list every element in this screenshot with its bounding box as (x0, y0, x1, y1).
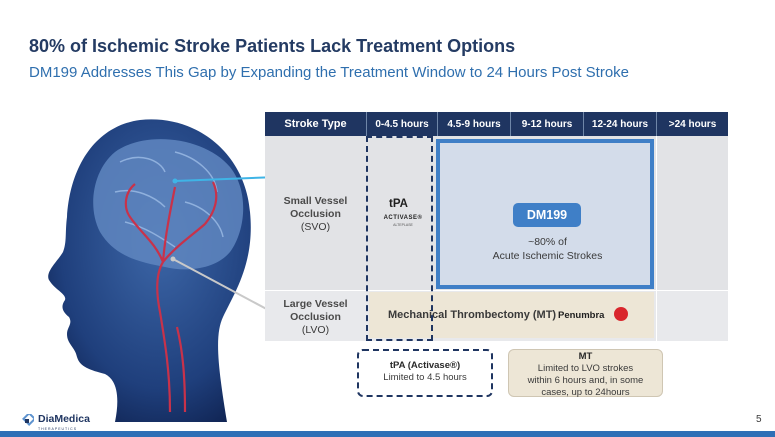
mt-note-title: MT (578, 351, 593, 362)
activase-logo: ACTIVASE® ALTEPLASE (381, 215, 425, 229)
mt-treatment-window (369, 292, 654, 338)
header-4-5-9-hours: 4.5-9 hours (438, 112, 511, 136)
dm199-badge: DM199 (513, 203, 581, 227)
row-label-lvo: Large Vessel Occlusion (LVO) (265, 298, 366, 337)
row-label-svo-line1: Small Vessel (283, 195, 348, 207)
tpa-label: tPA (389, 198, 408, 210)
tpa-note: tPA (Activase®) Limited to 4.5 hours (357, 349, 493, 397)
footer-bar (0, 431, 775, 437)
mt-note-line1: Limited to LVO strokes (537, 363, 634, 374)
mt-note: MT Limited to LVO strokes within 6 hours… (508, 349, 663, 398)
header-9-12-hours: 9-12 hours (511, 112, 584, 136)
diamedica-logo-icon (22, 413, 34, 426)
company-logo: DiaMedica THERAPEUTICS (20, 409, 90, 432)
penumbra-logo-icon (614, 307, 628, 321)
header-12-24-hours: 12-24 hours (584, 112, 657, 136)
company-name: DiaMedica (38, 413, 90, 425)
page-number: 5 (756, 414, 762, 425)
row-label-lvo-line2: Occlusion (290, 311, 341, 323)
row-label-svo: Small Vessel Occlusion (SVO) (265, 195, 366, 234)
row-label-svo-line2: Occlusion (290, 208, 341, 220)
row-label-lvo-abbr: (LVO) (301, 324, 330, 336)
mt-label: Mechanical Thrombectomy (MT) (388, 309, 557, 321)
tpa-treatment-window (366, 136, 433, 341)
column-divider (656, 136, 657, 341)
row-label-lvo-line1: Large Vessel (283, 298, 348, 310)
activase-logo-sub: ALTEPLASE (393, 223, 413, 227)
header-0-4-5-hours: 0-4.5 hours (367, 112, 438, 136)
company-tagline: THERAPEUTICS (38, 427, 78, 431)
row-divider (265, 290, 728, 291)
slide-title: 80% of Ischemic Stroke Patients Lack Tre… (29, 36, 516, 56)
row-label-svo-abbr: (SVO) (300, 221, 331, 233)
dm199-text-line2: Acute Ischemic Strokes (492, 250, 603, 262)
human-head-brain-illustration (48, 119, 251, 422)
tpa-note-body: Limited to 4.5 hours (383, 372, 467, 383)
slide-subtitle: DM199 Addresses This Gap by Expanding th… (29, 64, 630, 81)
mt-note-line3: cases, up to 24hours (541, 387, 630, 398)
mt-note-line2: within 6 hours and, in some (527, 375, 644, 386)
dm199-description: ~80% of Acute Ischemic Strokes (470, 235, 625, 263)
header-over-24-hours: >24 hours (657, 112, 728, 136)
dm199-text-line1: ~80% of (528, 236, 567, 248)
tpa-note-title: tPA (Activase®) (389, 360, 461, 371)
penumbra-logo: Penumbra (558, 310, 605, 321)
activase-logo-text: ACTIVASE® (383, 215, 423, 221)
header-stroke-type: Stroke Type (265, 112, 367, 136)
